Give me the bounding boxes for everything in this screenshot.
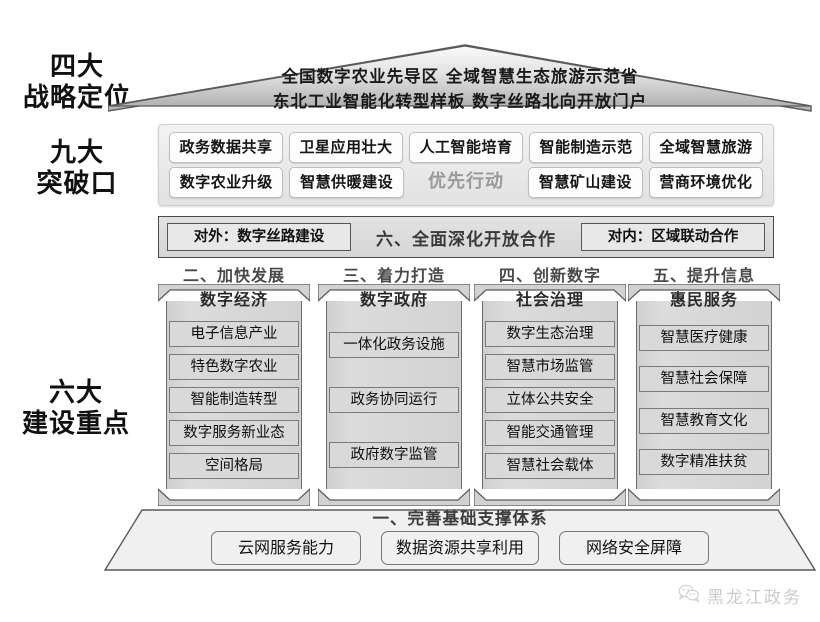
pillar-item[interactable]: 智能交通管理 bbox=[485, 420, 615, 447]
pillar-item[interactable]: 一体化政务设施 bbox=[329, 331, 459, 358]
pillar-capital-icon bbox=[318, 284, 470, 302]
pillar-items: 一体化政务设施 政务协同运行 政府数字监管 bbox=[318, 318, 470, 484]
cooperation-title: 六、全面深化开放合作 bbox=[376, 229, 556, 250]
pillar-item[interactable]: 智能制造转型 bbox=[169, 386, 299, 413]
watermark: 黑龙江政务 bbox=[678, 583, 802, 608]
pillar-name-4: 惠民服务 bbox=[669, 290, 738, 309]
priority-action-label: 优先行动 bbox=[428, 171, 505, 192]
pillar-base-icon bbox=[628, 488, 780, 506]
breakthroughs-row-2: 数字农业升级 智慧供暖建设 优先行动 智慧矿山建设 营商环境优化 bbox=[166, 166, 766, 199]
pillar-roman-title-2: 三、着力打造 bbox=[342, 266, 445, 285]
pillar-item[interactable]: 空间格局 bbox=[169, 453, 299, 480]
side-label-construction: 六大 建设重点 bbox=[21, 378, 130, 439]
pillar-social-governance: 数字生态治理 智慧市场监管 立体公共安全 智能交通管理 智慧社会载体 bbox=[474, 284, 626, 506]
pillar-roman-title-4: 五、提升信息 bbox=[652, 266, 755, 285]
pillar-name-2: 数字政府 bbox=[359, 290, 428, 309]
breakthrough-chip[interactable]: 智能制造示范 bbox=[529, 132, 643, 163]
foundation-chip[interactable]: 云网服务能力 bbox=[210, 531, 361, 565]
pillar-public-services: 智慧医疗健康 智慧社会保障 智慧教育文化 数字精准扶贫 bbox=[628, 284, 780, 506]
foundation-chips: 云网服务能力 数据资源共享利用 网络安全屏障 bbox=[104, 528, 816, 568]
pillar-capital-icon bbox=[628, 284, 780, 302]
pillar-item[interactable]: 智慧市场监管 bbox=[485, 353, 615, 380]
breakthrough-chip[interactable]: 政务数据共享 bbox=[169, 132, 283, 163]
pillar-item[interactable]: 电子信息产业 bbox=[169, 320, 299, 347]
breakthrough-chip[interactable]: 智慧供暖建设 bbox=[289, 167, 404, 198]
breakthrough-chip[interactable]: 智慧矿山建设 bbox=[528, 167, 643, 198]
pillar-items: 电子信息产业 特色数字农业 智能制造转型 数字服务新业态 空间格局 bbox=[158, 318, 310, 484]
roof-text-line2: 东北工业智能化转型样板 数字丝路北向开放门户 bbox=[272, 92, 648, 111]
pillar-item[interactable]: 智慧社会载体 bbox=[485, 453, 615, 480]
foundation-title: 一、完善基础支撑体系 bbox=[372, 509, 548, 528]
pillar-items: 智慧医疗健康 智慧社会保障 智慧教育文化 数字精准扶贫 bbox=[628, 318, 780, 484]
pillar-capital-icon bbox=[158, 284, 310, 302]
pillar-capital-icon bbox=[474, 284, 626, 302]
cooperation-band: 对外：数字丝路建设 六、全面深化开放合作 对内：区域联动合作 bbox=[158, 216, 774, 258]
pillar-item[interactable]: 智慧社会保障 bbox=[639, 366, 769, 393]
pillar-item[interactable]: 智慧教育文化 bbox=[639, 407, 769, 434]
pillar-item[interactable]: 智慧医疗健康 bbox=[639, 324, 769, 351]
pillar-item[interactable]: 数字服务新业态 bbox=[169, 420, 299, 447]
pillar-digital-government: 一体化政务设施 政务协同运行 政府数字监管 bbox=[318, 284, 470, 506]
pillar-name-1: 数字经济 bbox=[199, 290, 268, 309]
pillar-digital-economy: 电子信息产业 特色数字农业 智能制造转型 数字服务新业态 空间格局 bbox=[158, 284, 310, 506]
watermark-text: 黑龙江政务 bbox=[707, 588, 802, 608]
wechat-icon bbox=[678, 584, 700, 608]
roof-text-line1: 全国数字农业先导区 全域智慧生态旅游示范省 bbox=[281, 67, 639, 86]
pillar-roman-title-1: 二、加快发展 bbox=[182, 266, 285, 285]
foundation-chip[interactable]: 网络安全屏障 bbox=[559, 531, 709, 565]
cooperation-external-box[interactable]: 对外：数字丝路建设 bbox=[167, 223, 351, 251]
breakthrough-chip[interactable]: 营商环境优化 bbox=[648, 167, 764, 198]
pillar-item[interactable]: 数字生态治理 bbox=[485, 320, 615, 347]
pillar-roman-title-3: 四、创新数字 bbox=[498, 266, 601, 285]
pillar-item[interactable]: 政务协同运行 bbox=[329, 386, 459, 413]
roof-shape bbox=[108, 44, 812, 112]
side-label-breakthrough: 九大 突破口 bbox=[36, 138, 118, 199]
breakthroughs-row-1: 政务数据共享 卫星应用壮大 人工智能培育 智能制造示范 全域智慧旅游 bbox=[166, 131, 766, 164]
pillar-base-icon bbox=[318, 488, 470, 506]
pillar-base-icon bbox=[158, 488, 310, 506]
breakthrough-chip[interactable]: 数字农业升级 bbox=[169, 167, 284, 198]
pillar-item[interactable]: 数字精准扶贫 bbox=[639, 449, 769, 476]
breakthrough-chip[interactable]: 全域智慧旅游 bbox=[649, 132, 763, 163]
pillar-item[interactable]: 政府数字监管 bbox=[329, 442, 459, 469]
breakthrough-chip[interactable]: 人工智能培育 bbox=[409, 132, 523, 163]
pillar-item[interactable]: 特色数字农业 bbox=[169, 353, 299, 380]
cooperation-internal-box[interactable]: 对内：区域联动合作 bbox=[581, 223, 765, 251]
pillar-item[interactable]: 立体公共安全 bbox=[485, 386, 615, 413]
pillar-base-icon bbox=[474, 488, 626, 506]
pillar-name-3: 社会治理 bbox=[515, 290, 584, 309]
pillar-items: 数字生态治理 智慧市场监管 立体公共安全 智能交通管理 智慧社会载体 bbox=[474, 318, 626, 484]
breakthroughs-panel: 政务数据共享 卫星应用壮大 人工智能培育 智能制造示范 全域智慧旅游 数字农业升… bbox=[158, 124, 774, 206]
foundation-chip[interactable]: 数据资源共享利用 bbox=[380, 531, 539, 565]
breakthrough-chip[interactable]: 卫星应用壮大 bbox=[289, 132, 403, 163]
